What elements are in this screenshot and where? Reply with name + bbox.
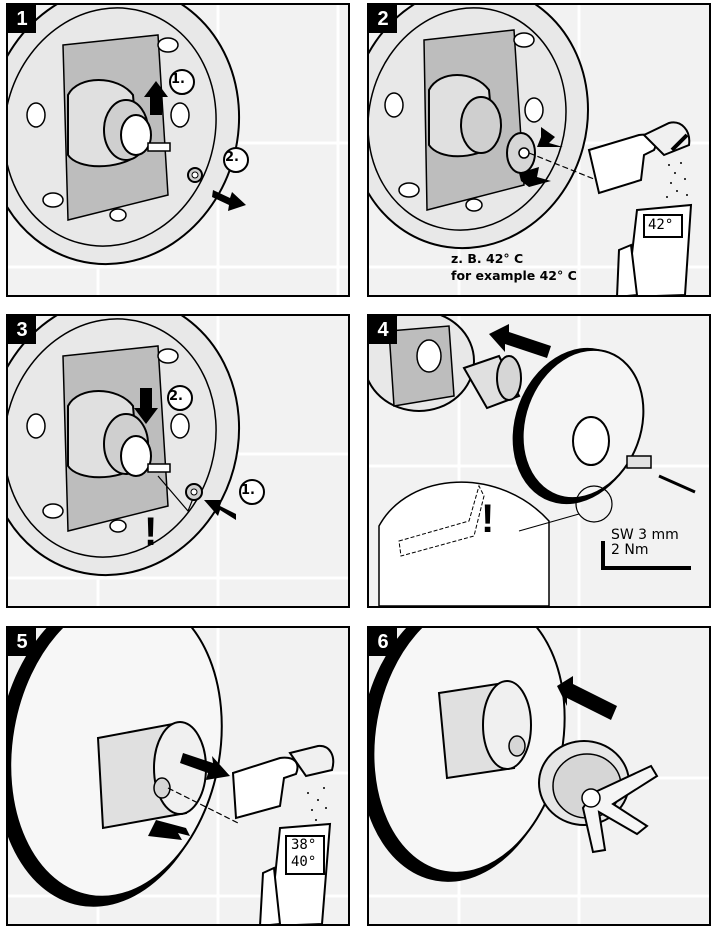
down-arrow: [134, 388, 158, 424]
callout-2-circle: [223, 147, 249, 173]
rotate-arrows: [519, 127, 563, 187]
thermometer-reading: 42°: [648, 217, 674, 233]
thermometer-reading-2: 40°: [291, 854, 317, 870]
callout-2: 2.: [225, 150, 239, 165]
thermostat-cartridge: [67, 390, 171, 479]
thermostat-cartridge: [428, 74, 536, 174]
step-4-illustration: [369, 316, 709, 606]
screw: [658, 474, 696, 494]
shower-head-icon: [288, 744, 335, 778]
left-arrow: [489, 324, 551, 358]
step-4-panel: 4: [367, 314, 711, 608]
step-6-illustration: [369, 628, 709, 924]
step-number: 2: [369, 5, 397, 33]
cross-handle: [538, 740, 659, 854]
hand-icon: [259, 866, 282, 924]
caption-english: for example 42° C: [451, 268, 577, 283]
hand-icon: [616, 243, 639, 295]
warning-mark: !: [481, 497, 495, 541]
step-number: 4: [369, 316, 397, 344]
callout-2: 2.: [169, 389, 183, 404]
left-arrow: [557, 676, 617, 720]
trim-plate: [512, 347, 645, 505]
adapter: [626, 455, 652, 469]
step-5-illustration: [8, 628, 348, 924]
thermometer-reading-1: 38°: [291, 837, 317, 853]
clip-ring: [185, 483, 203, 501]
step-2-panel: 2: [367, 3, 711, 297]
shower-head-icon: [642, 121, 691, 157]
step-5-panel: 5: [6, 626, 350, 926]
step-1-panel: 1: [6, 3, 350, 297]
water-spray: [307, 787, 327, 821]
spec-wrench-size: SW 3 mm: [611, 527, 679, 543]
thermostat-sleeve: [437, 680, 532, 780]
thermometer-display: [643, 214, 683, 238]
step-number: 1: [8, 5, 36, 33]
rotate-arrows: [148, 753, 230, 840]
callout-1-circle: [239, 479, 265, 505]
thermostat-sleeve: [96, 721, 207, 830]
callout-1: 1.: [241, 483, 255, 498]
left-arrow: [204, 500, 236, 520]
step-number: 5: [8, 628, 36, 656]
thermostat-cartridge: [67, 79, 171, 168]
step-6-panel: 6: [367, 626, 711, 926]
right-arrow: [212, 190, 246, 211]
callout-1: 1.: [171, 72, 185, 87]
step-number: 3: [8, 316, 36, 344]
spec-torque: 2 Nm: [611, 542, 649, 558]
detail-circle: [378, 481, 613, 606]
callout-1-circle: [169, 69, 195, 95]
step-number: 6: [369, 628, 397, 656]
caption-german: z. B. 42° C: [451, 251, 524, 266]
hand-icon: [231, 756, 299, 820]
thermometer-display: [285, 835, 325, 875]
step-2-illustration: [369, 5, 709, 295]
sleeve: [462, 354, 522, 410]
clip-ring: [187, 167, 203, 183]
step-3-panel: 3: [6, 314, 350, 608]
up-arrow: [144, 81, 168, 115]
hex-key-icon: [601, 541, 691, 570]
warning-mark: !: [144, 510, 158, 554]
step-3-illustration: [8, 316, 348, 606]
callout-2-circle: [167, 385, 193, 411]
water-spray: [666, 162, 688, 198]
step-1-illustration: [8, 5, 348, 295]
